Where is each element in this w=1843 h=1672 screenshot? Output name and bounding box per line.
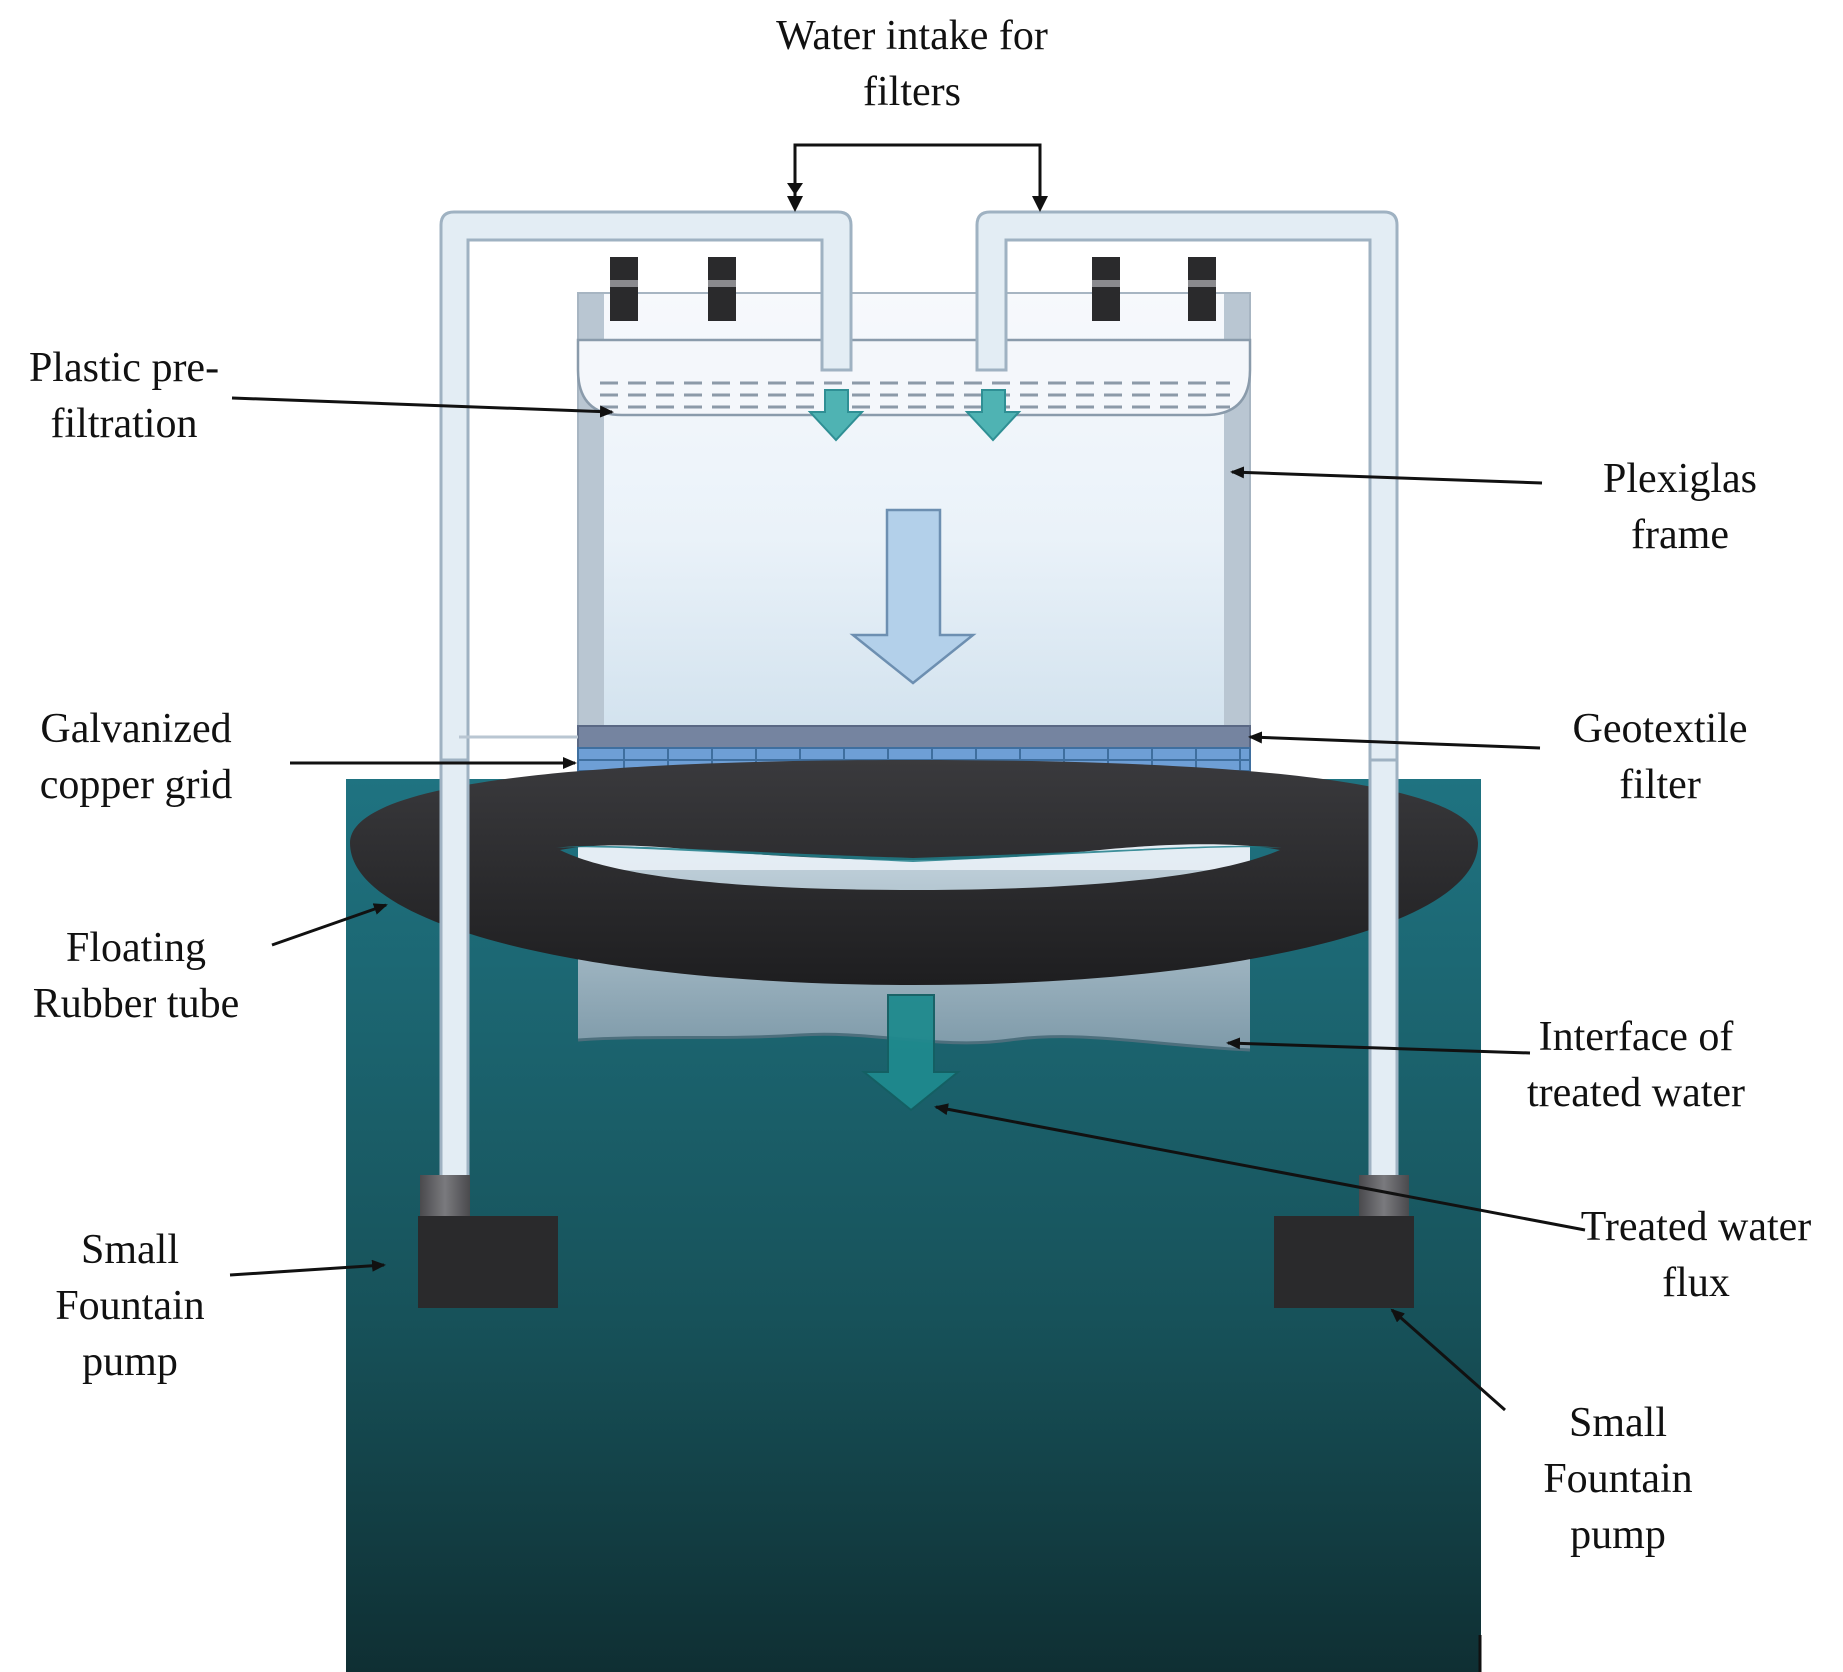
pipe-lower-segments: [439, 758, 1399, 1192]
label-galvanized-grid: Galvanized copper grid: [39, 706, 233, 808]
callout-flux: [934, 1103, 1586, 1232]
frame-clamps: [610, 257, 1216, 321]
inlet-arrow-left: [807, 389, 865, 442]
callout-prefiltration: [231, 396, 614, 418]
floating-rubber-tube: [350, 760, 1478, 985]
label-plastic-prefiltration: Plastic pre- filtration: [28, 345, 220, 447]
callout-tube: [271, 903, 388, 947]
label-plexiglas-frame: Plexiglas frame: [1603, 456, 1757, 558]
intake-pipes: [439, 210, 1399, 1187]
inlet-arrow-right: [964, 389, 1022, 442]
prefiltration-tray: [576, 338, 1252, 417]
pump-left: [418, 1175, 558, 1308]
treated-flux-arrow: [861, 994, 961, 1112]
pump-right: [1274, 1175, 1414, 1308]
callout-interface: [1226, 1037, 1531, 1055]
label-interface: Interface of treated water: [1526, 1014, 1746, 1116]
label-geotextile-filter: Geotextile filter: [1572, 706, 1748, 808]
callout-pump-right: [1390, 1308, 1506, 1412]
flow-arrow: [849, 508, 977, 685]
label-treated-flux: Treated water flux: [1580, 1204, 1812, 1306]
label-floating-tube: Floating Rubber tube: [32, 925, 240, 1027]
callout-plexiglas: [1230, 466, 1543, 485]
callout-geotextile: [1248, 731, 1541, 750]
callout-pump-left: [229, 1259, 386, 1277]
label-water-intake: Water intake for filters: [776, 13, 1048, 115]
intake-bracket: [793, 143, 1042, 205]
label-pump-left: Small Fountain pump: [55, 1227, 205, 1385]
label-pump-right: Small Fountain pump: [1543, 1400, 1693, 1558]
geotextile-filter: [577, 725, 1251, 749]
